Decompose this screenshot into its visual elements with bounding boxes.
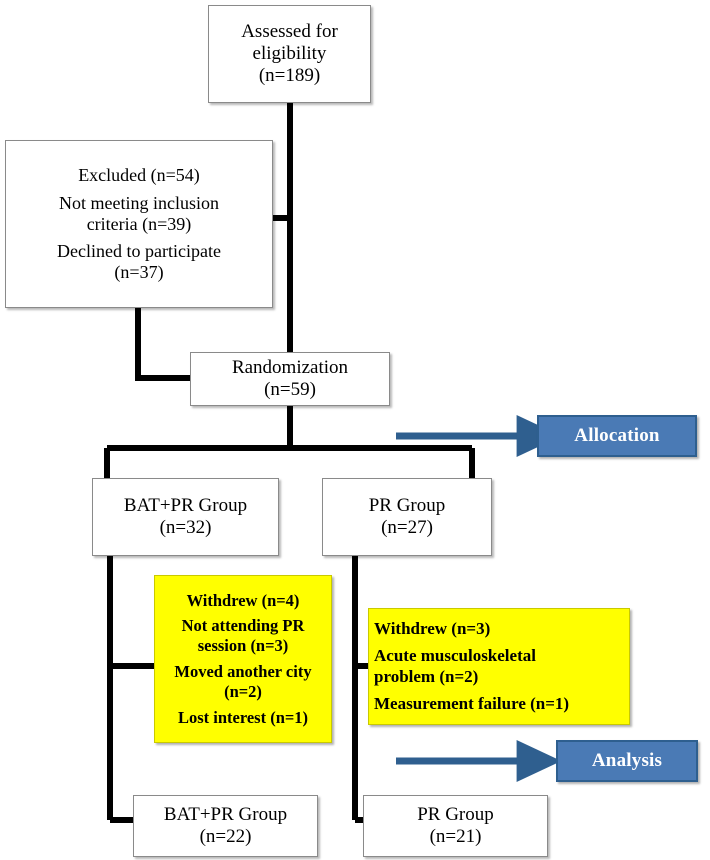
- withdrew-left-line-3: session (n=3): [197, 636, 289, 656]
- analysis-pr-line-1: PR Group: [417, 803, 494, 825]
- withdrew-left-reason-2: Moved another city (n=2): [174, 662, 311, 702]
- excluded-line-1: Excluded (n=54): [78, 164, 200, 185]
- withdrew-right-line-4: Measurement failure (n=1): [374, 693, 570, 713]
- withdrew-right-line-2: Acute musculoskeletal: [374, 646, 536, 666]
- excluded-line-5: (n=37): [114, 262, 164, 283]
- node-randomization[interactable]: Randomization (n=59): [190, 352, 390, 406]
- randomization-line-1: Randomization: [231, 356, 349, 378]
- withdrew-left-line-2: Not attending PR: [181, 616, 305, 636]
- withdrew-left-line-1: Withdrew (n=4): [186, 590, 300, 610]
- analysis-label: Analysis: [591, 750, 663, 771]
- assessed-line-3: (n=189): [258, 65, 321, 87]
- group-bat-pr-line-1: BAT+PR Group: [123, 494, 248, 516]
- withdrew-left-line-6: Lost interest (n=1): [177, 707, 309, 727]
- analysis-bat-pr-line-2: (n=22): [199, 826, 252, 847]
- allocation-label: Allocation: [574, 425, 660, 446]
- node-assessed-for-eligibility[interactable]: Assessed for eligibility (n=189): [208, 5, 371, 103]
- node-withdrew-pr[interactable]: Withdrew (n=3) Acute musculoskeletal pro…: [368, 608, 630, 725]
- excluded-line-4: Declined to participate: [57, 241, 221, 262]
- analysis-pr-line-2: (n=21): [429, 826, 482, 847]
- node-excluded[interactable]: Excluded (n=54) Not meeting inclusion cr…: [5, 140, 273, 308]
- excluded-reason-1: Not meeting inclusion criteria (n=39): [59, 193, 219, 235]
- withdrew-right-line-1: Withdrew (n=3): [374, 618, 491, 638]
- assessed-line-2: eligibility: [252, 42, 327, 64]
- excluded-reason-2: Declined to participate (n=37): [57, 241, 221, 283]
- node-analysis-pr[interactable]: PR Group (n=21): [363, 795, 548, 857]
- node-group-bat-pr[interactable]: BAT+PR Group (n=32): [92, 478, 279, 556]
- excluded-line-3: criteria (n=39): [86, 213, 192, 234]
- group-bat-pr-line-2: (n=32): [159, 517, 212, 538]
- node-withdrew-bat-pr[interactable]: Withdrew (n=4) Not attending PR session …: [154, 575, 332, 743]
- banner-analysis[interactable]: Analysis: [556, 740, 698, 782]
- analysis-bat-pr-line-1: BAT+PR Group: [163, 803, 288, 825]
- banner-allocation[interactable]: Allocation: [537, 415, 697, 457]
- excluded-line-2: Not meeting inclusion: [59, 192, 219, 213]
- randomization-line-2: (n=59): [264, 379, 316, 400]
- node-analysis-bat-pr[interactable]: BAT+PR Group (n=22): [133, 795, 318, 857]
- group-pr-line-1: PR Group: [368, 494, 446, 516]
- assessed-line-1: Assessed for: [241, 20, 338, 42]
- withdrew-right-line-3: problem (n=2): [374, 666, 479, 686]
- node-group-pr[interactable]: PR Group (n=27): [322, 478, 492, 556]
- withdrew-left-line-5: (n=2): [224, 681, 262, 701]
- withdrew-left-reason-1: Not attending PR session (n=3): [182, 616, 305, 656]
- group-pr-line-2: (n=27): [381, 517, 433, 538]
- withdrew-left-line-4: Moved another city: [174, 662, 312, 681]
- withdrew-right-reason-1: Acute musculoskeletal problem (n=2): [374, 646, 536, 687]
